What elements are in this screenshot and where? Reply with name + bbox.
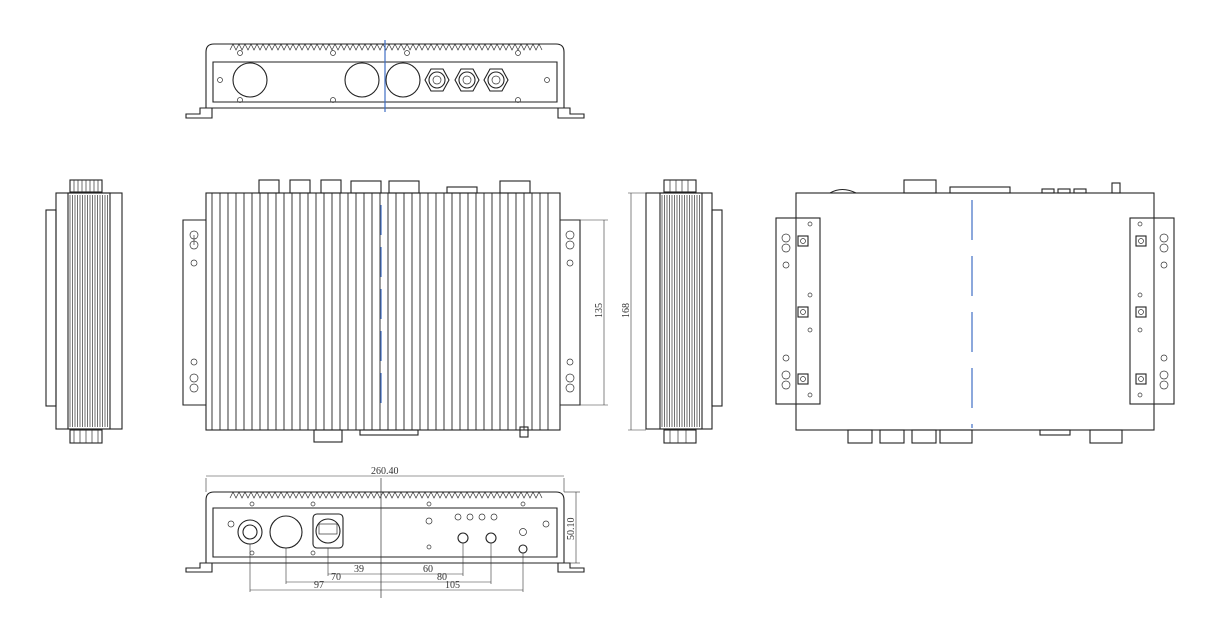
dim-39: 39: [354, 564, 364, 575]
dim-60: 60: [423, 564, 433, 575]
top-fin-view: 135: [182, 179, 608, 443]
right-side-view: 168: [621, 179, 723, 444]
left-side-view: [45, 179, 123, 444]
dim-135: 135: [594, 303, 605, 318]
front-panel-view: 260.40 50.10 39 60 70 80 97 105: [185, 466, 585, 598]
dim-97: 97: [314, 580, 324, 591]
dim-80: 80: [437, 572, 447, 583]
connector-3: [483, 68, 509, 92]
dim-168: 168: [621, 303, 632, 318]
dim-105: 105: [445, 580, 460, 591]
dim-overall-width: 260.40: [371, 466, 399, 477]
rear-panel-view: [185, 40, 585, 119]
bottom-plate-view: [775, 179, 1175, 444]
connector-2: [454, 68, 480, 92]
dim-height: 50.10: [566, 518, 577, 541]
dim-70: 70: [331, 572, 341, 583]
connector-1: [424, 68, 450, 92]
